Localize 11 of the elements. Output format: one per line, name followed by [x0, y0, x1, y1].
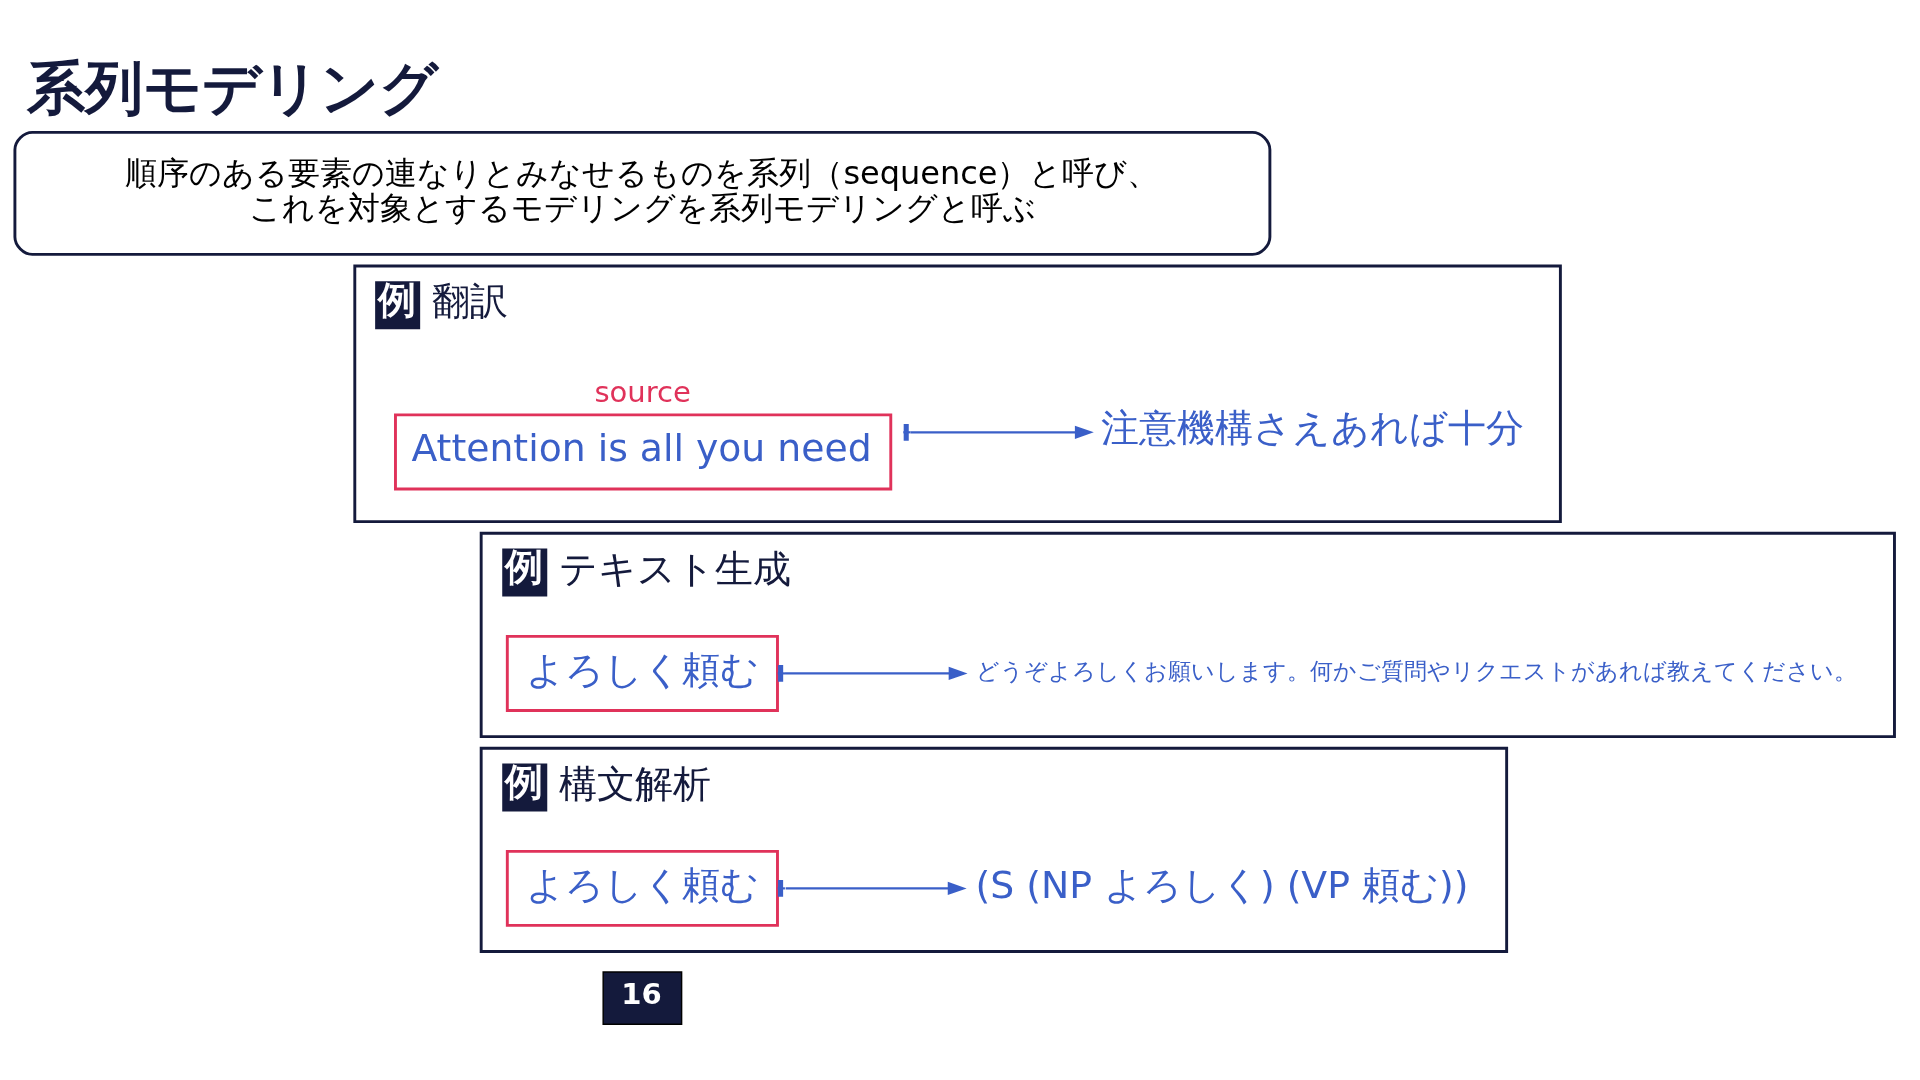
node-box: 順序のある要素の連なりとみなせるものを系列（sequence）と呼び、これを対象とするモデリングを系列モデリングと呼ぶ — [12, 130, 1271, 256]
node-box: よろしく頼む — [505, 634, 779, 712]
diagram-title: 系列モデリング — [26, 53, 438, 122]
node-text: どうぞよろしくお願いします。何かご質問やリクエストがあれば教えてください。 — [975, 656, 1857, 684]
node-text: (S (NP よろしく) (VP 頼む)) — [974, 862, 1468, 907]
node-box: Attention is all you need — [393, 412, 892, 490]
arrow — [902, 423, 1094, 441]
node-text: 注意機構さえあれば十分 — [1100, 405, 1524, 450]
label: 16 — [620, 976, 662, 1011]
node-box: よろしく頼む — [505, 849, 779, 927]
node-label: source — [593, 374, 691, 409]
